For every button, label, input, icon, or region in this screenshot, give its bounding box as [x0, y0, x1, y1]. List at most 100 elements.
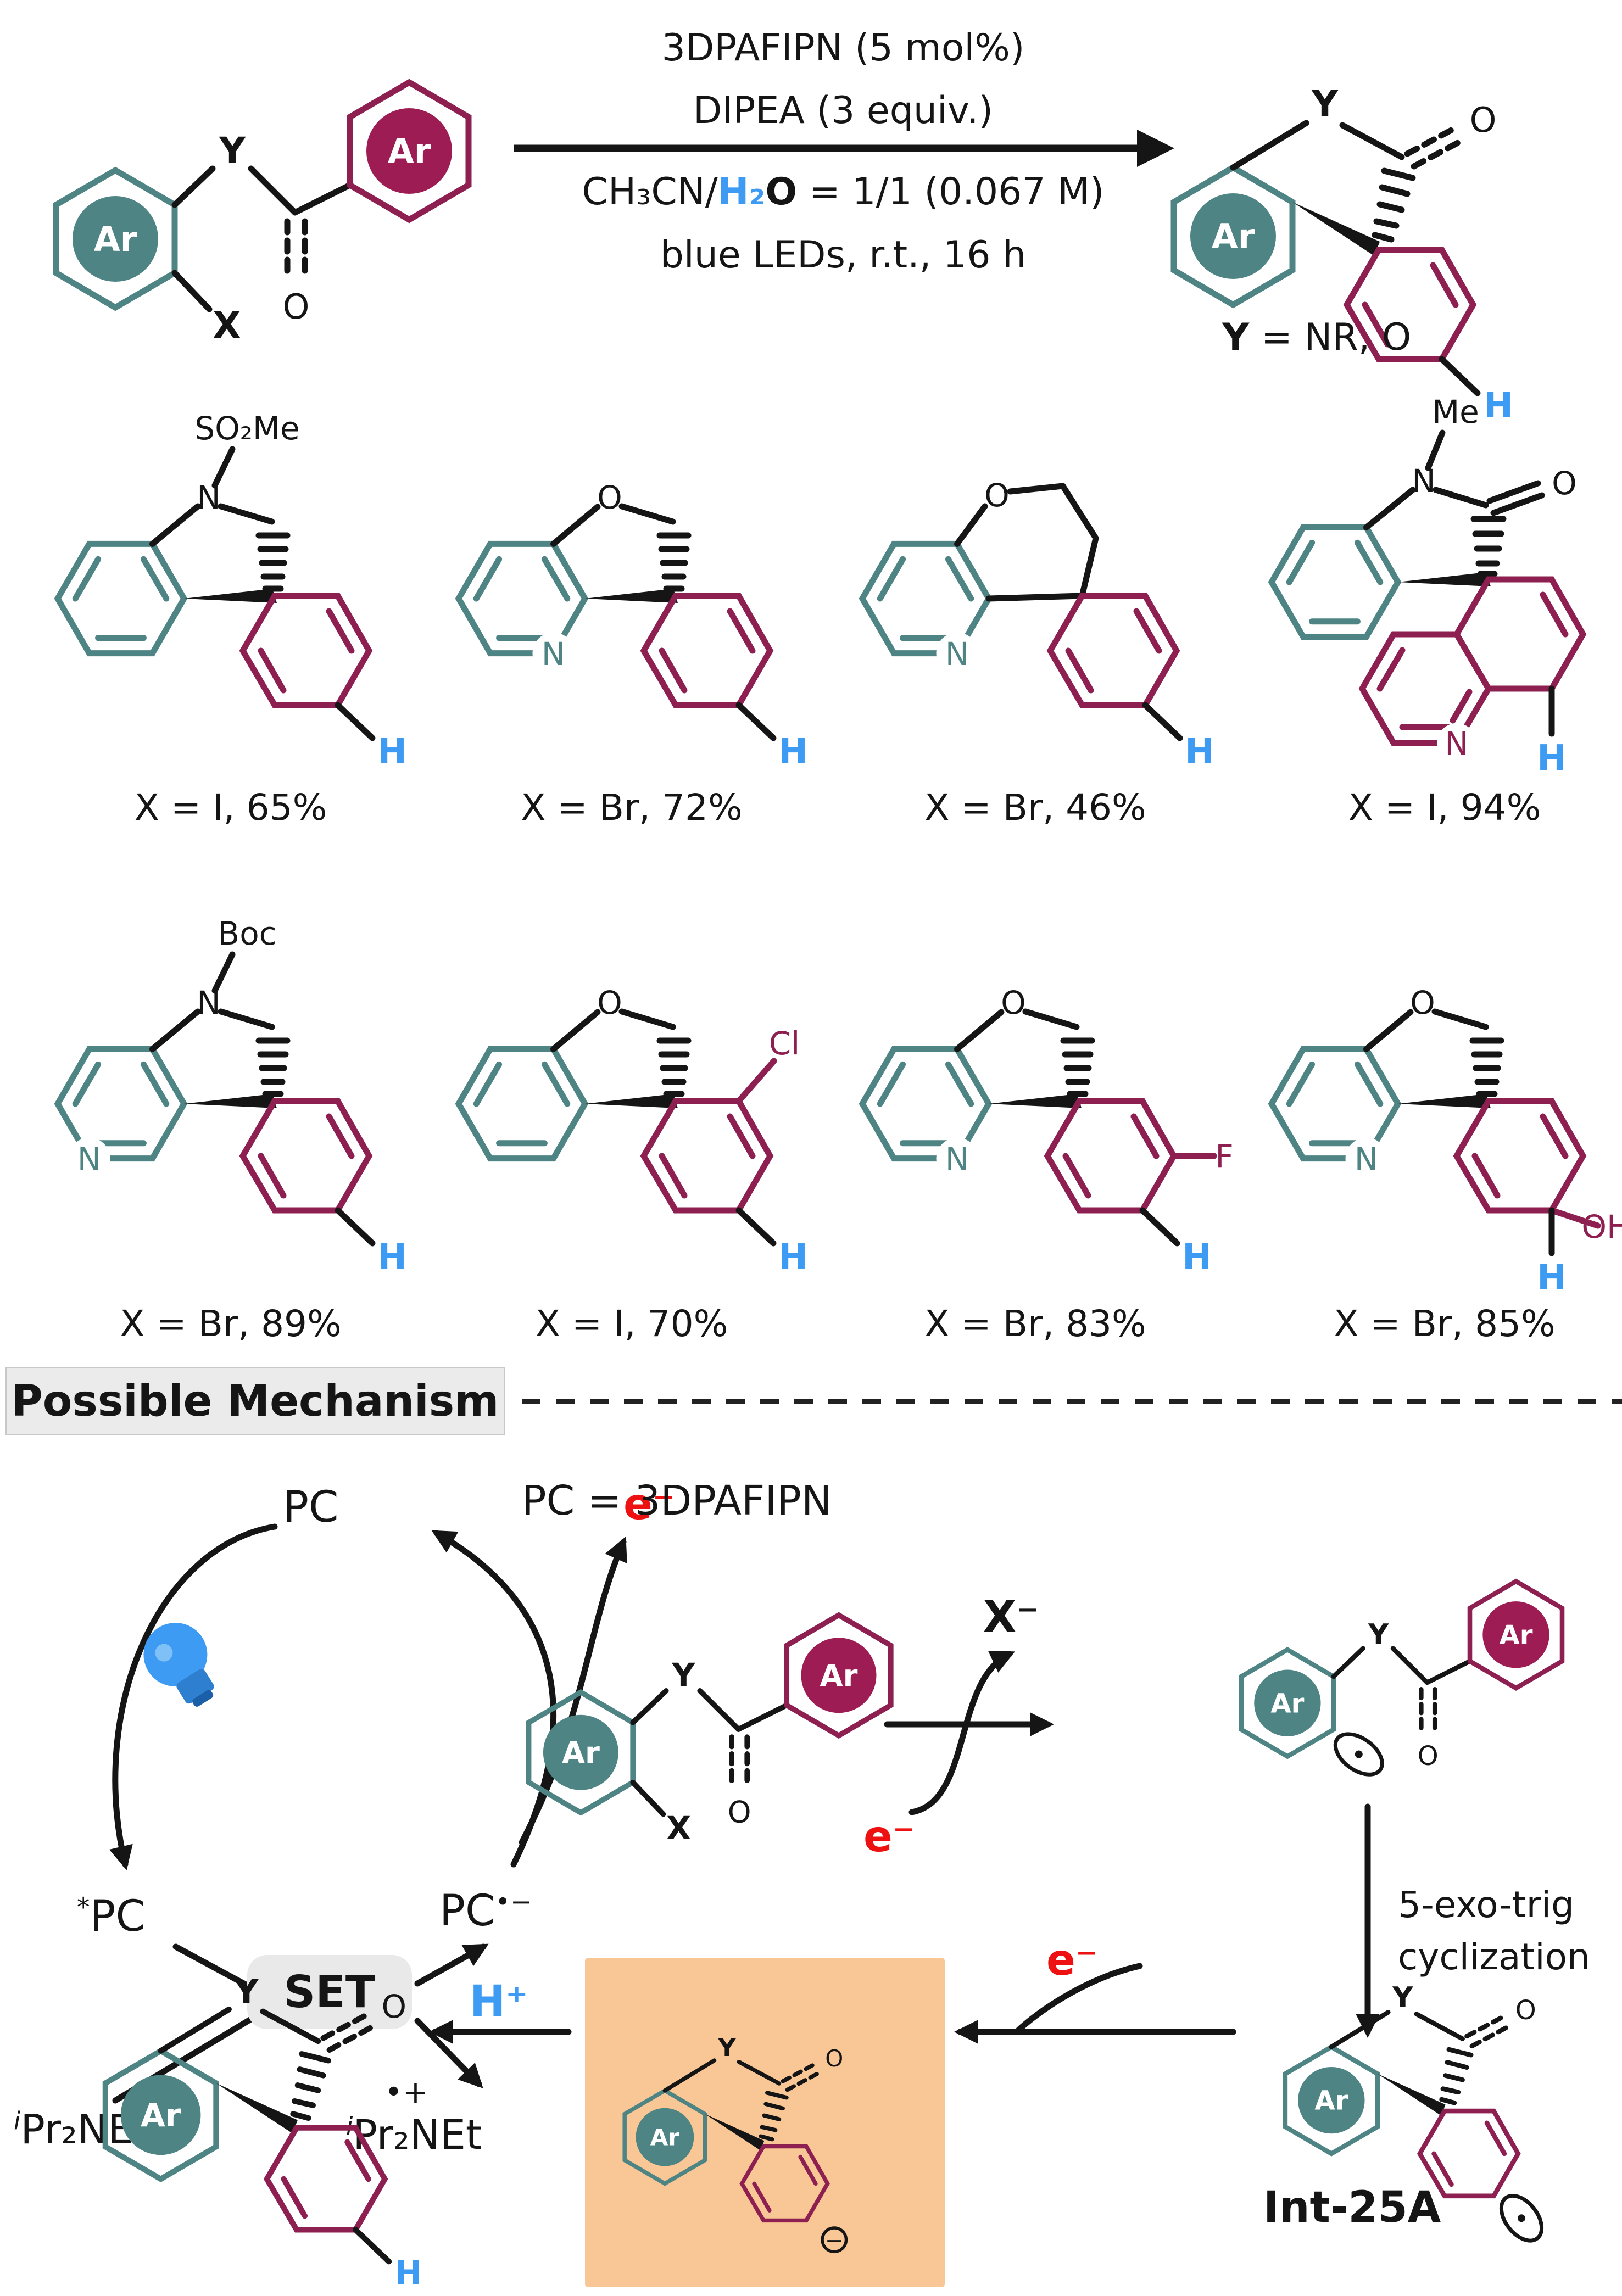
mechanism-header-box: Possible Mechanism [5, 1367, 505, 1435]
o-label: O [1410, 984, 1435, 1021]
mech-aryl-radical-structure: Ar Y O Ar [1239, 1578, 1565, 1777]
yield-5: X = Br, 89% [120, 1303, 342, 1345]
h-label: H [377, 1237, 407, 1277]
yield-1: X = I, 65% [134, 786, 327, 829]
anion-minus: − [825, 2227, 844, 2254]
arrow-set-to-cation [414, 2018, 483, 2088]
product-7-structure: N O F H [859, 984, 1234, 1277]
n-label: N [77, 1141, 101, 1178]
product-1-structure: N SO₂Me H [54, 410, 407, 772]
h-label: H [394, 2254, 422, 2292]
ar-circle-teal [73, 196, 158, 282]
solvent-o: O [765, 170, 798, 214]
conditions-line-2: DIPEA (3 equiv.) [693, 89, 994, 132]
arc-pc-to-excited [109, 1523, 278, 1870]
o-label: O [597, 479, 622, 516]
boc-label: Boc [218, 915, 276, 952]
conditions-line-3: CH₃CN/H₂O = 1/1 (0.067 M) [505, 170, 1181, 214]
product-3-structure: N O H [859, 477, 1214, 772]
ar-label: Ar [650, 2124, 680, 2151]
yield-8: X = Br, 85% [1334, 1303, 1556, 1345]
h-label: H [1537, 1258, 1567, 1298]
ar-label: Ar [141, 2097, 181, 2134]
oh-label: OH [1581, 1208, 1622, 1245]
o-label: O [1552, 465, 1577, 502]
h-label: H [377, 731, 407, 772]
amine-cation-main: Pr₂NEt [353, 2111, 482, 2159]
solvent-water: H₂ [717, 170, 766, 214]
h-label: H [1182, 1237, 1212, 1277]
set-box: SET [247, 1955, 412, 2029]
h-plus-label: H⁺ [470, 1977, 528, 2026]
product-8-structure: N O OH H [1268, 984, 1622, 1298]
o-label: O [825, 2045, 843, 2072]
f-label: F [1215, 1138, 1233, 1175]
ar-label: Ar [562, 1735, 600, 1770]
amine-sup: i [14, 2107, 21, 2136]
radical-lobe-icon [1333, 1732, 1384, 1777]
yield-4: X = I, 94% [1348, 786, 1541, 829]
set-label: SET [283, 1967, 376, 2018]
product-5-structure: N N Boc H [54, 915, 407, 1277]
conditions-line-1: 3DPAFIPN (5 mol%) [661, 26, 1025, 70]
yield-2: X = Br, 72% [521, 786, 743, 829]
pc-label: PC [283, 1483, 339, 1532]
ar-label: Ar [1499, 1620, 1532, 1651]
o-label: O [1515, 1995, 1536, 2026]
y-label: Y [219, 130, 246, 172]
electron-label-right: e⁻ [1046, 1936, 1099, 1985]
x-label: X [666, 1809, 691, 1847]
y-definition-bold: Y [1222, 316, 1250, 359]
ar-label: Ar [94, 219, 137, 259]
pc-radical-anion-label: PC•− [439, 1886, 532, 1936]
aryl-ring-maroon [347, 79, 472, 224]
int-25a-structure: Ar Y O [1283, 1981, 1544, 2243]
amine-cation-label: iPr₂NEt [346, 2111, 482, 2159]
n-label: N [1355, 1141, 1378, 1178]
electron-label-cycle: e⁻ [623, 1480, 676, 1529]
o-label: O [1470, 100, 1497, 140]
y-definition-rest: = NR, O [1249, 316, 1412, 359]
excited-star: * [77, 1892, 90, 1923]
curve-electron-join [1016, 1963, 1143, 2033]
h-label: H [1185, 731, 1214, 772]
anion-intermediate-structure: Ar Y O − [622, 2033, 848, 2254]
yield-6: X = I, 70% [535, 1303, 728, 1345]
x-anion-label: X⁻ [983, 1593, 1039, 1642]
y-label: Y [1392, 1981, 1413, 2014]
yield-7: X = Br, 83% [924, 1303, 1146, 1345]
mechanism-header: Possible Mechanism [11, 1377, 499, 1426]
o-label: O [382, 1988, 407, 2025]
radical-lobe-icon [1499, 2193, 1544, 2243]
y-label: Y [1311, 83, 1339, 125]
five-exo-line1: 5-exo-trig [1398, 1884, 1574, 1926]
solvent-prefix: CH₃CN/ [582, 170, 718, 214]
conditions-line-4: blue LEDs, r.t., 16 h [660, 233, 1027, 277]
n-label: N [945, 635, 969, 673]
arrow-set-to-radical [414, 1943, 489, 1987]
y-definition: Y = NR, O [1222, 316, 1411, 359]
ar-label: Ar [388, 131, 431, 171]
anion-charge-icon: − [821, 2226, 848, 2254]
n-label: N [542, 635, 565, 673]
o-label: O [984, 477, 1010, 514]
o-label: O [283, 287, 310, 327]
n-label: N [1445, 725, 1468, 762]
y-label: Y [717, 2033, 736, 2062]
excited-pc-label: *PC [77, 1892, 146, 1941]
h-label: H [1537, 738, 1567, 779]
o-label: O [597, 984, 622, 1021]
ar-circle-maroon [366, 108, 452, 194]
h-label: H [778, 731, 808, 772]
x-label: X [213, 304, 241, 347]
y-label: Y [671, 1656, 695, 1694]
reactant-structure: Ar Y O X Ar [53, 79, 472, 347]
product-4-structure: N Me O N H [1268, 393, 1587, 779]
me-label: Me [1432, 393, 1479, 431]
ar-label: Ar [1270, 1688, 1304, 1719]
product-6-structure: O Cl H [455, 984, 808, 1277]
yield-3: X = Br, 46% [924, 786, 1146, 829]
pc-radical-sup: •− [495, 1887, 532, 1917]
o-label: O [728, 1795, 751, 1830]
